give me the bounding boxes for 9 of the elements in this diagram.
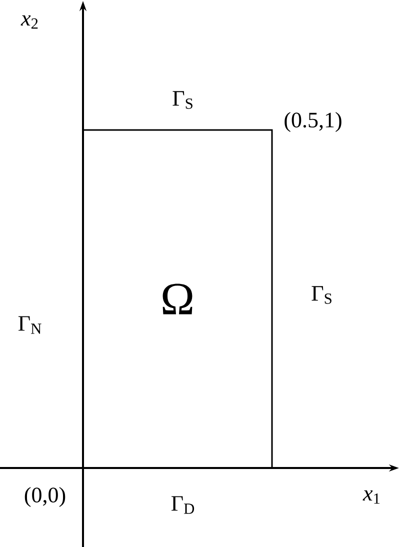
axis-label: x$_{2}$: [20, 15, 38, 29]
boundary-label: Γ$_{D}$: [171, 496, 194, 514]
domain-rectangle: Ω: [82, 129, 273, 469]
axis-label: x$_{1}$: [362, 490, 380, 504]
boundary-label: Γ$_{S}$: [312, 286, 332, 304]
boundary-label: Γ$_{N}$: [18, 316, 42, 334]
boundary-label: Γ$_{S}$: [172, 91, 192, 109]
coordinate-label: (0.5,1): [284, 112, 342, 132]
coordinate-label: (0,0): [24, 487, 66, 507]
